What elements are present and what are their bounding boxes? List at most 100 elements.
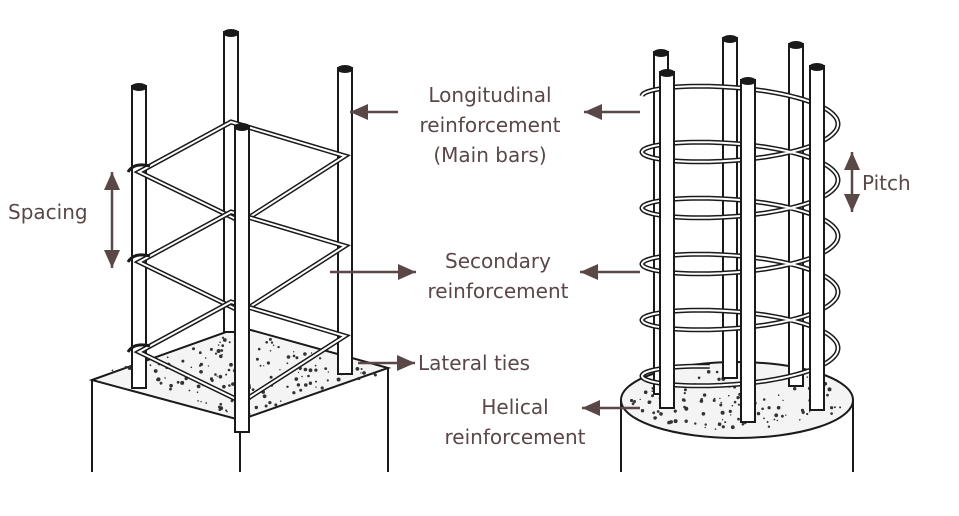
helical-reinforcement-label: Helical reinforcement (444, 395, 586, 449)
speckle-dot (268, 337, 272, 341)
speckle-dot (292, 391, 296, 395)
speckle-dot (251, 388, 255, 391)
speckle-dot (719, 397, 721, 400)
lateral-ties-label: Lateral ties (418, 351, 531, 375)
speckle-dot (336, 384, 339, 387)
speckle-dot (809, 411, 811, 413)
speckle-dot (724, 421, 727, 424)
speckle-dot (279, 400, 282, 403)
speckle-dot (315, 386, 317, 388)
speckle-dot (717, 377, 721, 381)
speckle-dot (314, 368, 318, 372)
speckle-dot (218, 374, 223, 379)
speckle-dot (265, 341, 269, 344)
speckle-dot (308, 381, 313, 385)
speckle-dot (673, 409, 677, 413)
speckle-dot (205, 402, 208, 404)
speckle-dot (720, 410, 725, 415)
speckle-dot (684, 419, 688, 423)
speckle-dot (712, 399, 716, 402)
speckle-dot (730, 425, 735, 430)
speckle-dot (738, 396, 740, 399)
speckle-dot (262, 394, 267, 399)
speckle-dot (270, 341, 274, 344)
speckle-dot (781, 414, 784, 418)
speckle-dot (633, 400, 637, 403)
speckle-dot (733, 400, 737, 404)
speckle-dot (188, 389, 191, 392)
speckle-dot (301, 375, 303, 378)
speckle-dot (169, 387, 172, 391)
speckle-dot (697, 376, 701, 380)
speckle-dot (324, 367, 328, 370)
speckle-dot (225, 409, 228, 412)
speckle-dot (639, 398, 641, 401)
tied-column-illustration (88, 29, 392, 472)
speckle-dot (310, 352, 313, 354)
speckle-dot (295, 356, 299, 360)
speckle-dot (314, 364, 317, 367)
speckle-dot (683, 392, 686, 395)
speckle-dot (296, 383, 301, 387)
speckle-dot (774, 413, 779, 418)
speckle-dot (327, 371, 329, 373)
speckle-dot (221, 344, 225, 347)
speckle-dot (164, 377, 166, 379)
speckle-dot (196, 391, 199, 394)
speckle-dot (793, 387, 797, 391)
speckle-dot (360, 368, 363, 370)
speckle-dot (196, 384, 201, 389)
speckle-dot (827, 387, 832, 392)
speckle-dot (255, 357, 259, 361)
speckle-dot (320, 386, 324, 390)
speckle-dot (357, 376, 361, 381)
speckle-dot (776, 405, 781, 410)
speckle-dot (303, 367, 308, 372)
speckle-dot (315, 380, 317, 383)
speckle-dot (192, 347, 195, 351)
speckle-dot (209, 347, 213, 351)
speckle-dot (272, 344, 275, 347)
speckle-dot (762, 398, 766, 401)
speckle-dot (127, 366, 132, 370)
speckle-dot (785, 414, 787, 416)
speckle-dot (806, 412, 809, 416)
speckle-dot (830, 406, 834, 410)
speckle-dot (221, 353, 223, 356)
speckle-dot (799, 419, 801, 421)
speckle-dot (731, 404, 734, 407)
spacing-label: Spacing (8, 200, 88, 224)
speckle-dot (259, 364, 262, 367)
speckle-dot (782, 399, 784, 402)
speckle-dot (254, 405, 258, 410)
speckle-dot (216, 349, 221, 353)
speckle-dot (694, 422, 697, 425)
speckle-dot (683, 399, 686, 402)
speckle-dot (214, 352, 218, 355)
speckle-dot (181, 359, 185, 363)
speckle-dot (222, 384, 226, 389)
speckle-dot (286, 362, 289, 365)
speckle-dot (756, 411, 761, 416)
speckle-dot (269, 375, 273, 379)
concrete-speckle (630, 370, 842, 430)
speckle-dot (767, 406, 771, 410)
speckle-dot (673, 419, 678, 424)
speckle-dot (156, 377, 161, 382)
speckle-dot (292, 354, 296, 358)
speckle-dot (304, 383, 308, 387)
speckle-dot (360, 372, 362, 374)
speckle-dot (652, 411, 656, 415)
speckle-dot (219, 406, 224, 411)
speckle-dot (649, 400, 652, 403)
speckle-dot (372, 372, 375, 375)
speckle-dot (763, 417, 765, 420)
speckle-dot (294, 377, 299, 381)
lateral-ties-left (126, 119, 351, 405)
speckle-dot (667, 420, 671, 425)
speckle-dot (222, 338, 227, 342)
speckle-dot (706, 370, 711, 374)
speckle-dot (169, 383, 173, 388)
speckle-dot (209, 377, 214, 381)
